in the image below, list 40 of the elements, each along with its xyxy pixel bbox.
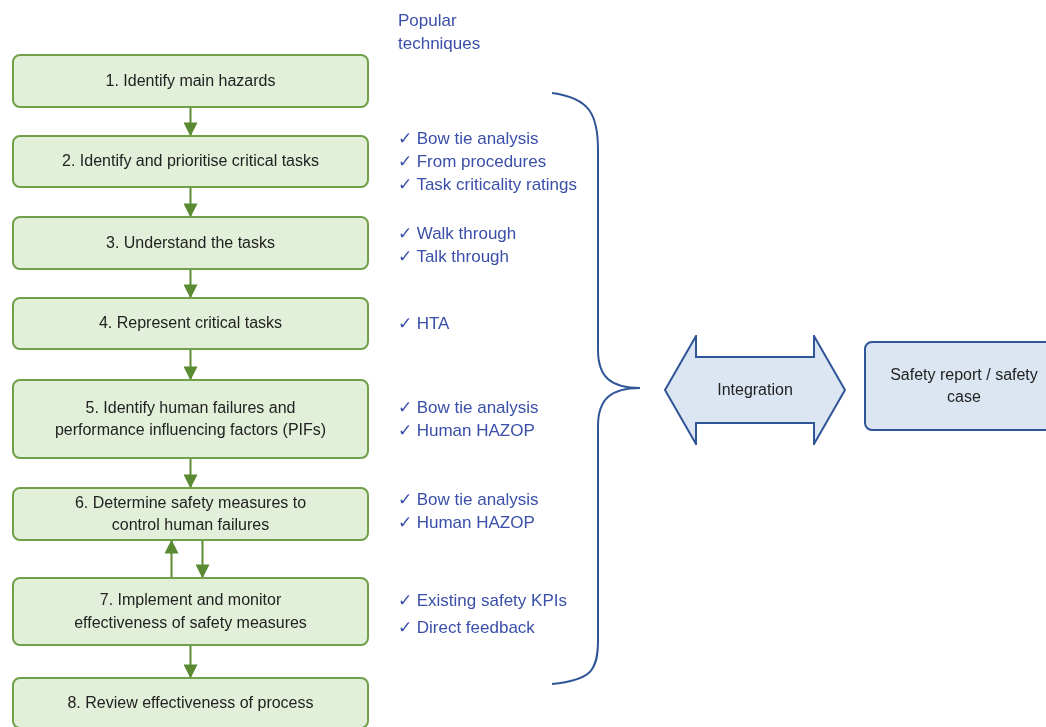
process-box [12,577,369,646]
node-text: 2. Identify and prioritise critical tasks [62,151,319,172]
arrow [195,540,210,579]
column-heading: Popular techniques [398,10,482,55]
node-text: 8. Review effectiveness of process [67,692,314,713]
node-text: 3. Understand the tasks [106,232,275,253]
arrow [183,645,198,679]
node-text: Safety report / safety case [889,364,1039,407]
process-box [12,379,369,459]
node-text: 1. Identify main hazards [105,70,276,91]
arrow [183,187,198,218]
technique-item: ✓ From procedures [398,151,547,173]
technique-item: ✓ Task criticality ratings [398,174,577,196]
node-text: 7. Implement and monitor effectiveness of safety measures [73,590,308,633]
technique-item: ✓ Bow tie analysis [398,397,539,419]
technique-item: ✓ Bow tie analysis [398,128,539,150]
arrow [183,349,198,381]
result-box [864,341,1046,431]
process-box [12,54,369,108]
arrow [164,539,179,578]
technique-item: ✓ Human HAZOP [398,420,535,442]
arrow [183,107,198,137]
node-text: 4. Represent critical tasks [98,313,283,334]
technique-item: ✓ Bow tie analysis [398,489,539,511]
arrow [183,458,198,489]
technique-item: ✓ Walk through [398,223,517,245]
technique-item: ✓ Talk through [398,246,510,268]
node-text: 6. Determine safety measures to control human failures [73,492,308,535]
node-text: 5. Identify human failures and performance influencing factors (PIFs) [54,397,327,440]
process-box [12,297,369,350]
node-text: Integration [717,381,793,399]
process-box [12,135,369,188]
process-box [12,216,369,270]
technique-item: ✓ Existing safety KPIs [398,590,567,612]
technique-item: ✓ Direct feedback [398,617,535,639]
process-box [12,487,369,541]
technique-item: ✓ HTA [398,313,450,335]
process-box [12,677,369,727]
technique-item: ✓ Human HAZOP [398,512,535,534]
arrow [183,269,198,299]
